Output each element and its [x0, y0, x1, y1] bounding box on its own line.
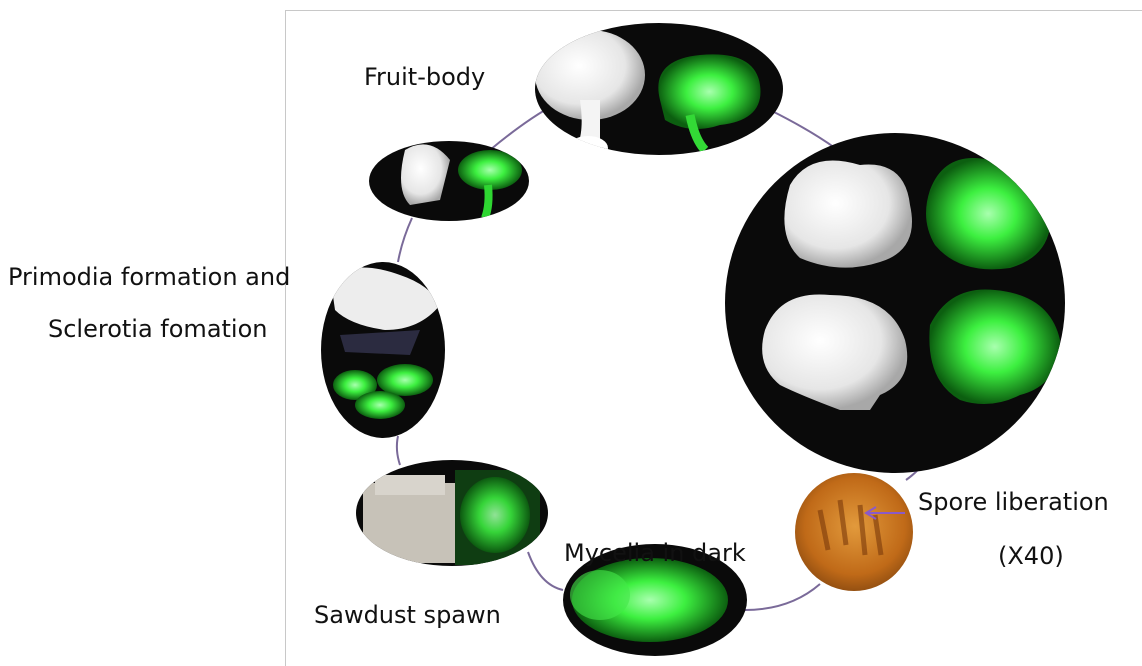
- label-mycelia: Mycelia in dark: [564, 541, 746, 565]
- connector-primordia-to-small: [398, 218, 412, 262]
- connector-fruit-to-big: [770, 110, 835, 148]
- spore-photo: [790, 470, 920, 595]
- mature-mushroom-photo: [720, 130, 1070, 480]
- label-primordia-line1: Primodia formation and: [8, 265, 290, 289]
- young-mushroom-photo: [365, 135, 535, 230]
- fruit-body-photo: [530, 20, 790, 160]
- connector-spore-to-mycelia: [745, 584, 820, 610]
- label-primordia-line2: Sclerotia fomation: [48, 317, 268, 341]
- label-sawdust-spawn: Sawdust spawn: [314, 603, 501, 627]
- connector-small-to-fruit: [490, 110, 545, 150]
- label-spore-line1: Spore liberation: [918, 490, 1109, 514]
- label-fruit-body: Fruit-body: [364, 65, 485, 89]
- connector-mycelia-to-sawdust: [528, 552, 563, 590]
- primordia-photo: [315, 260, 455, 440]
- connector-sawdust-to-primordia: [397, 436, 400, 465]
- sawdust-spawn-photo: [355, 460, 555, 570]
- label-spore-line2: (X40): [998, 544, 1064, 568]
